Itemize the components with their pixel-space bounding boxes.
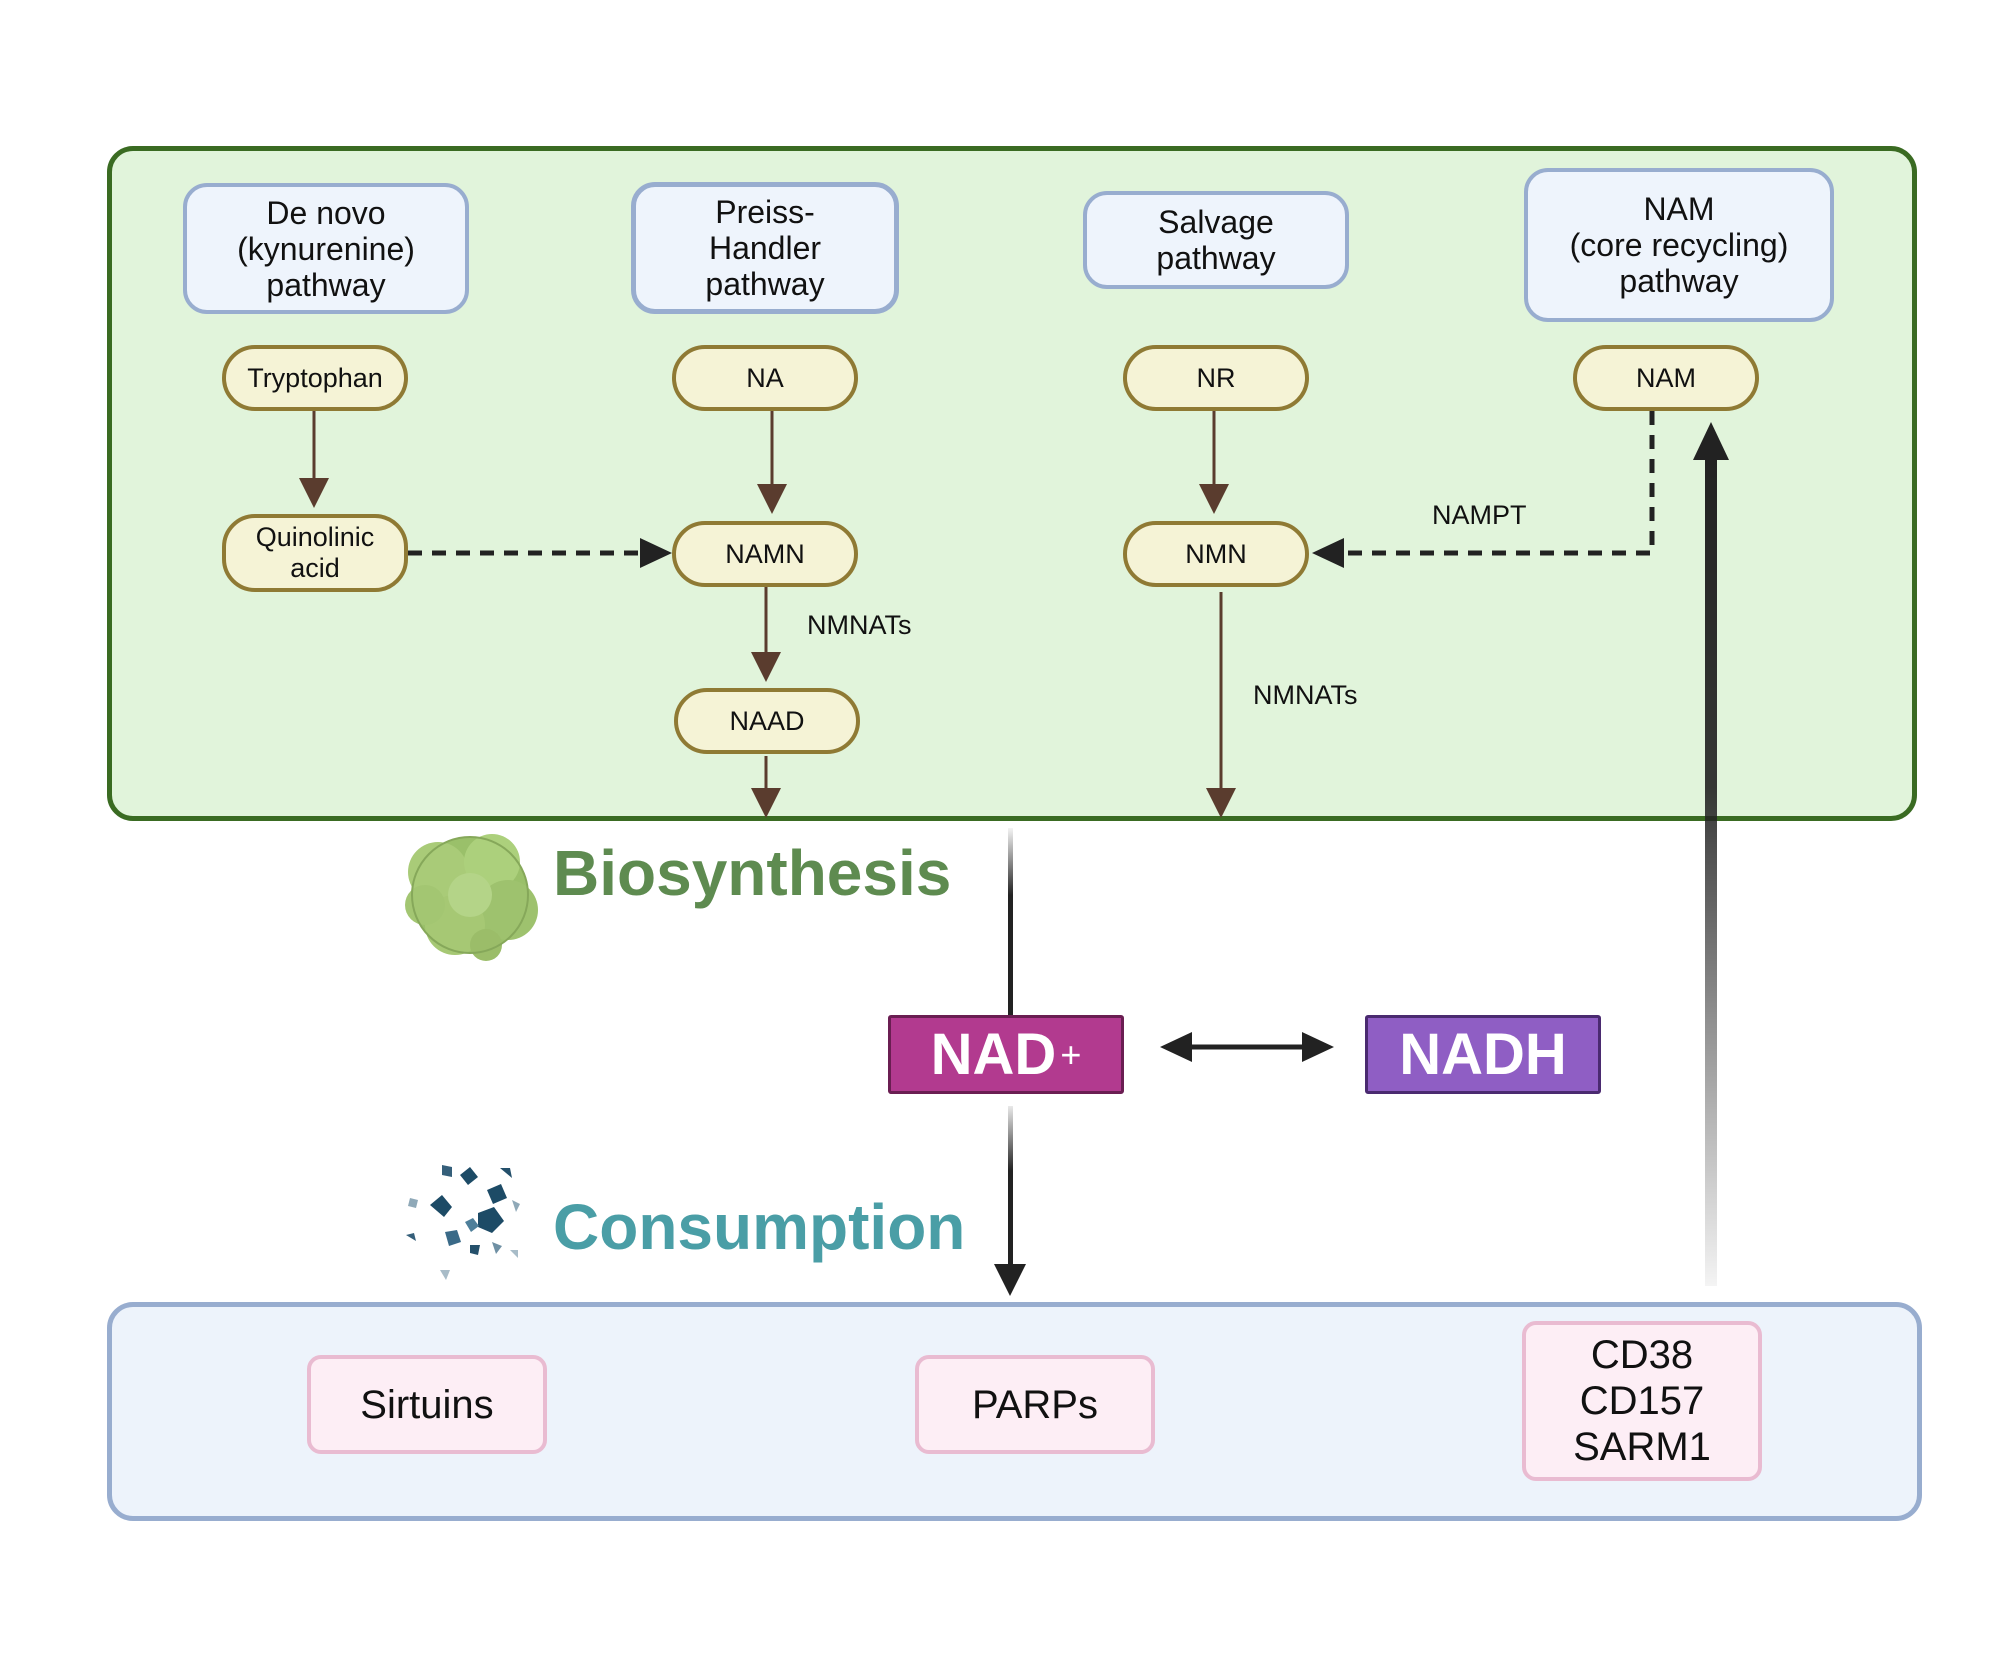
pathway-preiss-handler: Preiss- Handler pathway (631, 182, 899, 314)
pathway-nam-recycling: NAM (core recycling) pathway (1524, 168, 1834, 322)
nad-charge: + (1060, 1033, 1082, 1075)
metabolite-nr: NR (1123, 345, 1309, 411)
consumer-sirtuins: Sirtuins (307, 1355, 547, 1454)
consumption-fragments-icon (406, 1165, 520, 1280)
enzyme-label-nampt: NAMPT (1432, 500, 1527, 530)
pathway-salvage: Salvage pathway (1083, 191, 1349, 289)
namn-to-naad-arrow (751, 587, 781, 682)
metabolite-namn: NAMN (672, 521, 858, 587)
consumer-parps: PARPs (915, 1355, 1155, 1454)
nam-to-nmn-dashed-arrow (1312, 411, 1655, 568)
tryptophan-to-quinolinic-arrow (299, 411, 329, 508)
na-to-namn-arrow (757, 411, 787, 514)
metabolite-quinolinic-acid: Quinolinic acid (222, 514, 408, 592)
consumption-title: Consumption (553, 1191, 966, 1263)
metabolite-nam: NAM (1573, 345, 1759, 411)
consumer-cd38-cd157-sarm1: CD38 CD157 SARM1 (1522, 1321, 1762, 1481)
consumption-to-nam-arrow (1693, 422, 1729, 1286)
naad-to-nad-arrow (751, 756, 781, 818)
metabolite-nmn: NMN (1123, 521, 1309, 587)
metabolite-tryptophan: Tryptophan (222, 345, 408, 411)
nad-to-consumption-arrow (994, 1106, 1026, 1296)
enzyme-label-nmnats-left: NMNATs (807, 610, 912, 640)
nr-to-nmn-arrow (1199, 411, 1229, 514)
metabolite-na: NA (672, 345, 858, 411)
pathway-de-novo: De novo (kynurenine) pathway (183, 183, 469, 314)
biosynthesis-title: Biosynthesis (553, 837, 952, 909)
nmn-to-nad-arrow (1206, 592, 1236, 818)
enzyme-label-nmnats-right: NMNATs (1253, 680, 1358, 710)
biosynthesis-cell-icon (405, 834, 538, 961)
nadh-box: NADH (1365, 1015, 1601, 1094)
biosynthesis-to-nad-line (1008, 828, 1013, 1020)
nad-nadh-double-arrow (1160, 1032, 1334, 1062)
nad-plus-box: NAD+ (888, 1015, 1124, 1094)
quinolinic-to-namn-dashed-arrow (408, 538, 672, 568)
metabolite-naad: NAAD (674, 688, 860, 754)
nad-label: NAD (930, 1022, 1057, 1087)
